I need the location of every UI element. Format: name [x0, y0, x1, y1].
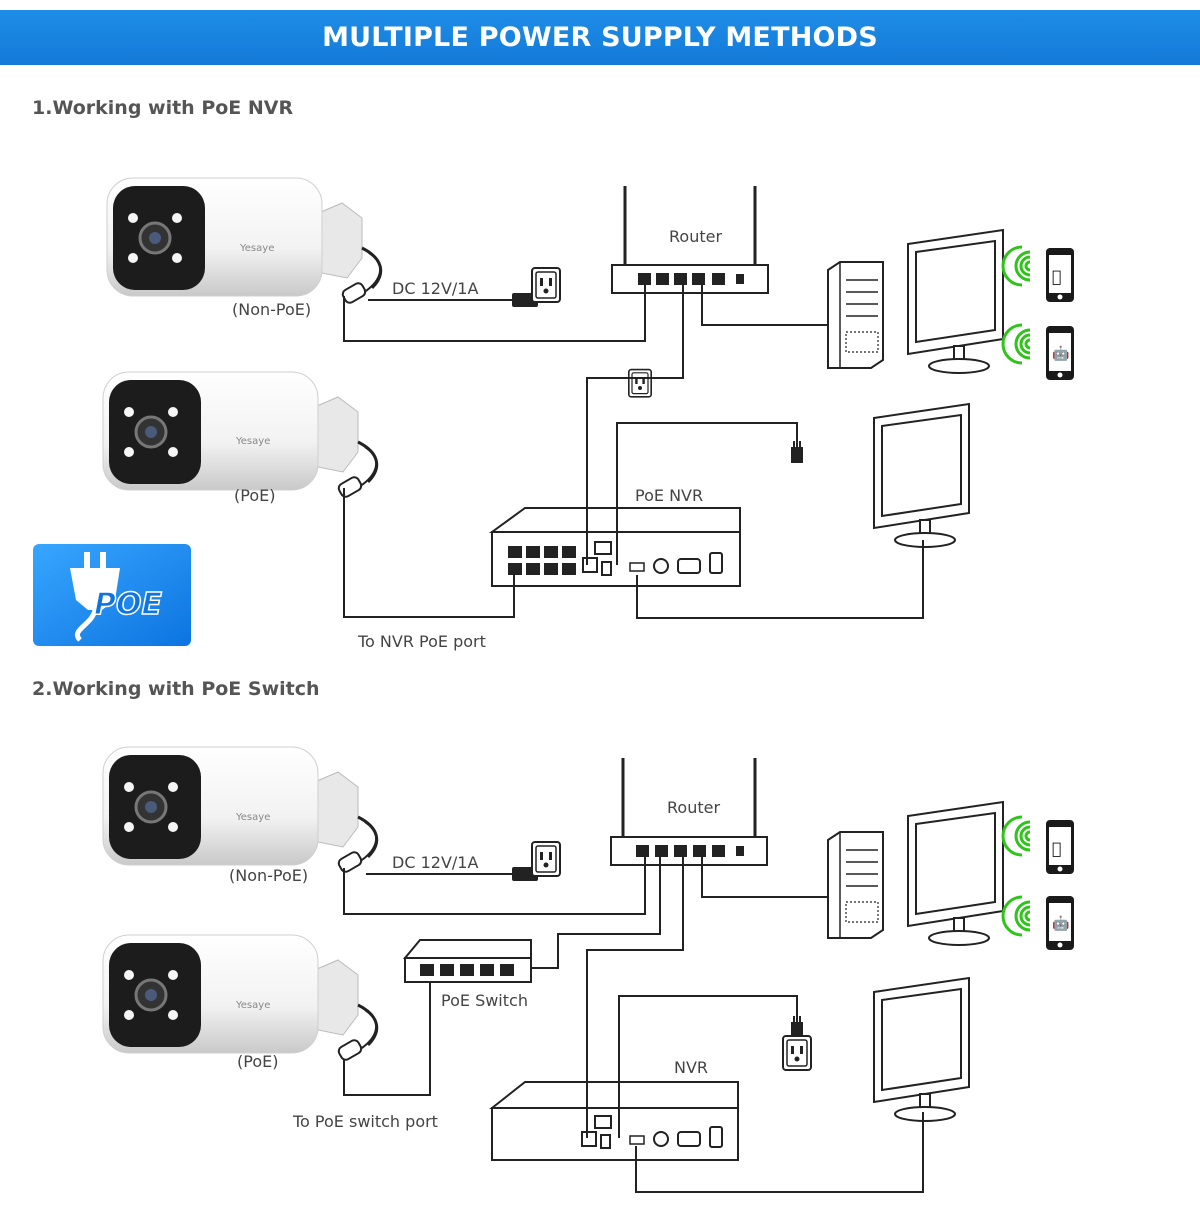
nvr-2: [491, 1107, 739, 1161]
wire-poecam-nvr: [343, 488, 515, 618]
router-label-1: Router: [669, 227, 722, 246]
wire-nvr-monitor: [636, 540, 924, 619]
nvr-label-1: PoE NVR: [635, 486, 703, 505]
switch-ports: [420, 964, 514, 976]
power-label-1: DC 12V/1A: [392, 279, 478, 298]
wifi-icon: [1001, 815, 1032, 857]
router-ports-1: [638, 273, 744, 285]
router-ports-2: [636, 845, 744, 857]
camera-nonpoe-1: [105, 176, 383, 307]
section-1-title: 1.Working with PoE NVR: [32, 97, 294, 119]
wire-cam1-router: [343, 285, 646, 342]
wifi-icon: [1001, 895, 1032, 937]
camera-brand-2: Yesaye: [235, 436, 270, 447]
camera-poe-2: [101, 933, 379, 1064]
pc-tower-2: [827, 831, 884, 939]
pc-monitor-2: [907, 801, 1004, 946]
power-outlet-icon-3: [782, 1035, 812, 1071]
camera-brand-3: Yesaye: [235, 812, 270, 823]
nvr-top: [489, 1081, 739, 1109]
nvr-label-2: NVR: [674, 1058, 708, 1077]
wire-nvr-power: [616, 422, 798, 565]
nvr-poe-ports: [508, 546, 576, 575]
router-1: [611, 264, 769, 294]
wire-router-pc: [701, 285, 828, 326]
switch-label: PoE Switch: [441, 991, 528, 1010]
header-banner: MULTIPLE POWER SUPPLY METHODS: [0, 10, 1200, 65]
power-outlet-icon-2: [531, 841, 561, 877]
poe-badge-text: POE: [94, 587, 162, 622]
nvr-monitor-2: [873, 977, 970, 1122]
camera-nonpoe-label-2: (Non-PoE): [229, 866, 308, 885]
wire-router-nvr: [586, 285, 684, 565]
section-2-title: 2.Working with PoE Switch: [32, 678, 320, 700]
wifi-icon: [1001, 245, 1032, 287]
camera-brand-1: Yesaye: [239, 243, 274, 254]
cable-label-1: To NVR PoE port: [357, 632, 486, 651]
power-outlet-icon: [531, 267, 561, 303]
apple-icon: : [1052, 839, 1062, 858]
camera-nonpoe-2: [101, 745, 379, 876]
wifi-icon: [1001, 323, 1032, 365]
poe-plug-icon: [70, 552, 120, 642]
pc-tower-1: [827, 261, 884, 369]
pc-monitor-1: [907, 229, 1004, 374]
android-icon: 🤖: [1052, 915, 1069, 932]
camera-brand-4: Yesaye: [235, 1000, 270, 1011]
page-title: MULTIPLE POWER SUPPLY METHODS: [322, 22, 878, 53]
camera-poe-label-2: (PoE): [237, 1052, 278, 1071]
cable-label-2: To PoE switch port: [292, 1112, 438, 1131]
router-label-2: Router: [667, 798, 720, 817]
apple-icon: : [1052, 267, 1062, 286]
camera-poe-label-1: (PoE): [234, 486, 275, 505]
nvr-monitor-1: [873, 403, 970, 548]
poe-switch-top: [402, 939, 532, 959]
android-icon: 🤖: [1052, 345, 1069, 362]
power-label-2: DC 12V/1A: [392, 853, 478, 872]
camera-nonpoe-label-1: (Non-PoE): [232, 300, 311, 319]
